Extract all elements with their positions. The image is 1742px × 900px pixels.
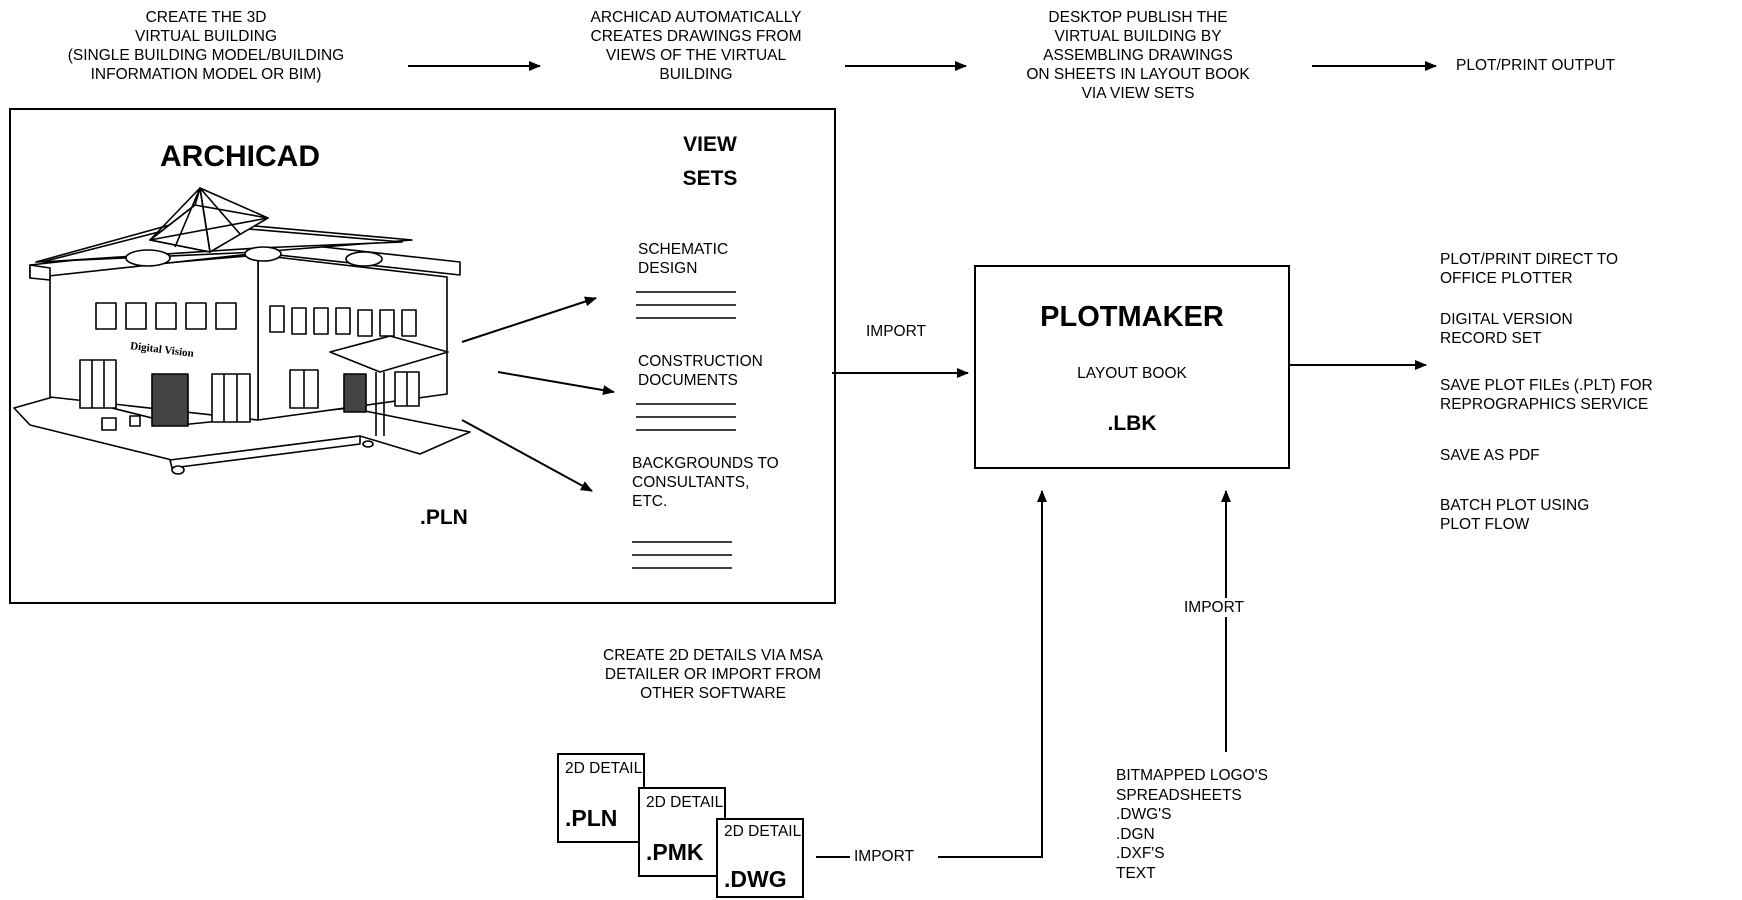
detail-card-pmk-ext: .PMK (646, 839, 704, 865)
view-sets-title: VIEW SETS (682, 133, 738, 190)
import-label-archicad: IMPORT (866, 323, 926, 340)
import-arrow-details-2 (938, 490, 1047, 858)
detail-card-dwg-ext: .DWG (724, 866, 787, 892)
output-plot-direct: PLOT/PRINT DIRECT TO OFFICE PLOTTER (1440, 251, 1619, 287)
view-set-schematic-design: SCHEMATIC DESIGN (638, 241, 729, 277)
archicad-title: ARCHICAD (160, 140, 320, 173)
import-label-details: IMPORT (854, 848, 914, 865)
output-save-plot-files: SAVE PLOT FILEs (.PLT) FOR REPROGRAPHICS… (1440, 377, 1653, 413)
detail-card-dwg-label: 2D DETAIL (724, 823, 802, 840)
view-arrow-1 (461, 296, 597, 343)
output-batch-plot: BATCH PLOT USING PLOT FLOW (1440, 497, 1590, 533)
building-illustration (13, 187, 471, 475)
plotmaker-subtitle: LAYOUT BOOK (1077, 365, 1187, 382)
view-arrow-3 (461, 419, 593, 492)
flow-step-plot-output: PLOT/PRINT OUTPUT (1456, 57, 1616, 74)
archicad-box (9, 108, 836, 604)
view-set-lines-3 (632, 541, 732, 569)
detail-card-pln-label: 2D DETAIL (565, 760, 643, 777)
view-set-construction-documents: CONSTRUCTION DOCUMENTS (638, 353, 763, 389)
detail-card-pln: 2D DETAIL .PLN (557, 753, 645, 843)
archicad-file-ext: .PLN (420, 506, 468, 529)
import-label-other: IMPORT (1180, 598, 1248, 617)
plotmaker-title: PLOTMAKER (1040, 301, 1224, 333)
flow-step-desktop-publish: DESKTOP PUBLISH THE VIRTUAL BUILDING BY … (1026, 9, 1250, 102)
flow-step-archicad-drawings: ARCHICAD AUTOMATICALLY CREATES DRAWINGS … (590, 9, 802, 83)
plotmaker-box (974, 265, 1290, 469)
view-arrow-2 (497, 371, 615, 396)
detail-card-pln-ext: .PLN (565, 805, 618, 831)
detail-card-dwg: 2D DETAIL .DWG (716, 818, 804, 898)
details-caption: CREATE 2D DETAILS VIA MSA DETAILER OR IM… (603, 647, 823, 702)
flow-step-create-3d: CREATE THE 3D VIRTUAL BUILDING (SINGLE B… (67, 9, 345, 83)
view-set-lines-1 (636, 291, 736, 319)
detail-card-pmk: 2D DETAIL .PMK (638, 787, 726, 877)
view-set-backgrounds: BACKGROUNDS TO CONSULTANTS, ETC. (632, 455, 779, 510)
plotmaker-file-ext: .LBK (1107, 412, 1157, 435)
view-set-lines-2 (636, 403, 736, 431)
other-sources-list: BITMAPPED LOGO'S SPREADSHEETS .DWG'S .DG… (1116, 767, 1268, 882)
detail-card-pmk-label: 2D DETAIL (646, 794, 724, 811)
output-save-pdf: SAVE AS PDF (1440, 447, 1540, 464)
output-digital-record: DIGITAL VERSION RECORD SET (1440, 311, 1573, 347)
